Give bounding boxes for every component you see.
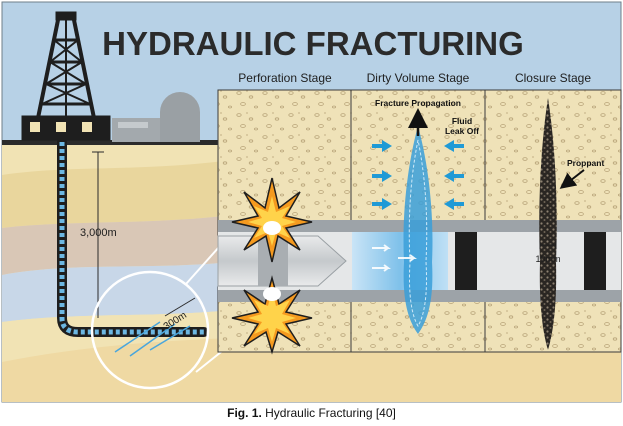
fluid-leak-off-label-line2: Leak Off (445, 126, 479, 136)
storage-facility (112, 92, 200, 142)
closure-stage-label: Closure Stage (515, 71, 591, 85)
figure-caption: Fig. 1. Hydraulic Fracturing [40] (0, 406, 623, 420)
perforation-stage-label: Perforation Stage (238, 71, 332, 85)
diagram-canvas: HYDRAULIC FRACTURING Perforation Stage D… (1, 1, 622, 403)
fracture-width-label: 10mm (535, 254, 560, 264)
dirty-volume-stage-graphic (352, 108, 477, 334)
drilling-rig (21, 11, 111, 141)
perforation-stage-graphic (217, 177, 347, 355)
fluid-leak-off-label-line1: Fluid (452, 116, 472, 126)
caption-text: Hydraulic Fracturing [40] (261, 406, 396, 420)
hydraulic-fracturing-diagram: HYDRAULIC FRACTURING Perforation Stage D… (1, 1, 622, 403)
diagram-title: HYDRAULIC FRACTURING (102, 25, 524, 62)
fracture-propagation-label: Fracture Propagation (375, 98, 461, 108)
dirty-volume-stage-label: Dirty Volume Stage (367, 71, 470, 85)
proppant-label: Proppant (567, 158, 604, 168)
caption-label: Fig. 1. (227, 406, 262, 420)
closure-stage-graphic (486, 98, 621, 350)
wellbore (57, 137, 209, 337)
depth-label: 3,000m (80, 227, 117, 239)
